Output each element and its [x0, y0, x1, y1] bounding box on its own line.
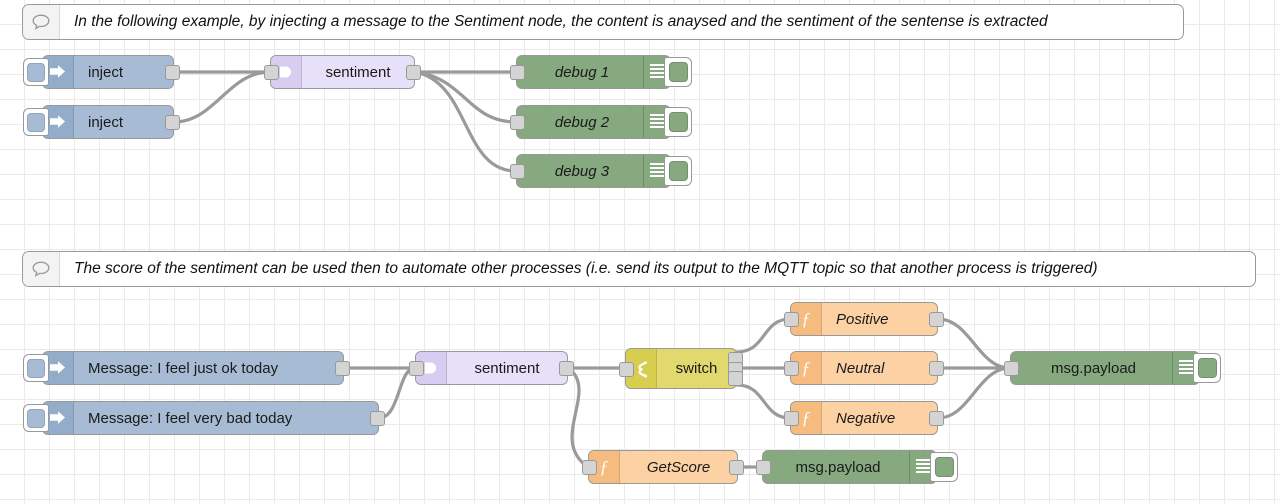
wire-sentiment-debug2	[413, 70, 518, 124]
comment-node-top[interactable]: In the following example, by injecting a…	[22, 4, 1184, 40]
svg-text:ƒ: ƒ	[802, 359, 811, 377]
output-port[interactable]	[370, 411, 385, 426]
comment-bubble-icon	[23, 252, 60, 286]
input-port[interactable]	[510, 164, 525, 179]
inject-node-1[interactable]: inject	[23, 55, 180, 89]
output-port[interactable]	[165, 115, 180, 130]
debug-lines-icon	[643, 56, 670, 88]
output-port[interactable]	[406, 65, 421, 80]
message-node-2[interactable]: Message: I feel very bad today	[23, 401, 385, 435]
debug-node-label: msg.payload	[795, 458, 881, 476]
inject-node-2[interactable]: inject	[23, 105, 180, 139]
wire-sentiment-getscore	[566, 366, 590, 469]
debug-node-label: msg.payload	[1050, 359, 1137, 377]
output-port[interactable]	[929, 312, 944, 327]
inject-node-label: inject	[88, 63, 124, 81]
comment-node-bottom[interactable]: The score of the sentiment can be used t…	[22, 251, 1256, 287]
output-port[interactable]	[559, 361, 574, 376]
debug-toggle-button[interactable]	[664, 57, 692, 87]
input-port[interactable]	[784, 312, 799, 327]
output-port[interactable]	[929, 411, 944, 426]
debug-node-label: debug 3	[554, 162, 610, 180]
debug-lines-icon	[643, 106, 670, 138]
sentiment-node-bottom[interactable]: sentiment	[409, 351, 574, 385]
wire-inject2-sentiment	[172, 70, 272, 124]
debug-node-2[interactable]: debug 2	[510, 105, 692, 139]
debug-lines-icon	[909, 451, 936, 483]
input-port[interactable]	[510, 115, 525, 130]
inject-trigger-button[interactable]	[23, 354, 49, 382]
input-port[interactable]	[409, 361, 424, 376]
debug-node-payload-right[interactable]: msg.payload	[1004, 351, 1221, 385]
input-port[interactable]	[264, 65, 279, 80]
comment-bubble-icon	[23, 5, 60, 39]
sentiment-node-label: sentiment	[474, 359, 540, 377]
output-port-3[interactable]	[728, 371, 743, 387]
sentiment-node-top[interactable]: sentiment	[264, 55, 421, 89]
message-node-1[interactable]: Message: I feel just ok today	[23, 351, 350, 385]
comment-text: The score of the sentiment can be used t…	[74, 260, 1098, 277]
switch-node-label: switch	[675, 360, 718, 377]
inject-trigger-button[interactable]	[23, 58, 49, 86]
input-port[interactable]	[582, 460, 597, 475]
wire-switch-negative	[735, 383, 792, 420]
debug-lines-icon	[643, 155, 670, 187]
input-port[interactable]	[756, 460, 771, 475]
function-node-getscore[interactable]: ƒ GetScore	[582, 450, 744, 484]
switch-node[interactable]: switch	[619, 348, 743, 389]
inject-node-label: inject	[88, 113, 124, 131]
input-port[interactable]	[1004, 361, 1019, 376]
input-port[interactable]	[784, 411, 799, 426]
message-node-label: Message: I feel just ok today	[88, 359, 279, 377]
input-port[interactable]	[619, 361, 634, 377]
message-node-label: Message: I feel very bad today	[88, 409, 293, 427]
input-port[interactable]	[510, 65, 525, 80]
debug-lines-icon	[1172, 352, 1199, 384]
wire-sentiment-debug3	[413, 70, 518, 173]
svg-text:ƒ: ƒ	[802, 409, 811, 427]
function-node-neutral[interactable]: ƒ Neutral	[784, 351, 944, 385]
debug-toggle-button[interactable]	[664, 156, 692, 186]
comment-text: In the following example, by injecting a…	[74, 13, 1048, 30]
debug-toggle-button[interactable]	[664, 107, 692, 137]
debug-toggle-button[interactable]	[930, 452, 958, 482]
function-node-positive[interactable]: ƒ Positive	[784, 302, 944, 336]
output-port[interactable]	[165, 65, 180, 80]
inject-trigger-button[interactable]	[23, 108, 49, 136]
inject-trigger-button[interactable]	[23, 404, 49, 432]
debug-node-1[interactable]: debug 1	[510, 55, 692, 89]
function-node-label: Neutral	[836, 359, 885, 377]
debug-toggle-button[interactable]	[1193, 353, 1221, 383]
output-port[interactable]	[929, 361, 944, 376]
wire-positive-payload	[936, 317, 1012, 370]
debug-node-label: debug 1	[554, 63, 610, 81]
output-port[interactable]	[335, 361, 350, 376]
wire-switch-positive	[735, 317, 792, 354]
debug-node-3[interactable]: debug 3	[510, 154, 692, 188]
sentiment-node-label: sentiment	[325, 63, 391, 81]
output-port[interactable]	[729, 460, 744, 475]
svg-text:ƒ: ƒ	[600, 458, 609, 476]
input-port[interactable]	[784, 361, 799, 376]
debug-node-payload-bottom[interactable]: msg.payload	[756, 450, 958, 484]
function-node-label: Positive	[836, 310, 889, 328]
debug-node-label: debug 2	[554, 113, 610, 131]
function-node-label: Negative	[836, 409, 896, 427]
function-node-label: GetScore	[646, 458, 711, 476]
function-node-negative[interactable]: ƒ Negative	[784, 401, 944, 435]
function-f-icon: ƒ	[589, 451, 620, 483]
svg-text:ƒ: ƒ	[802, 310, 811, 328]
wire-negative-payload	[936, 366, 1012, 420]
